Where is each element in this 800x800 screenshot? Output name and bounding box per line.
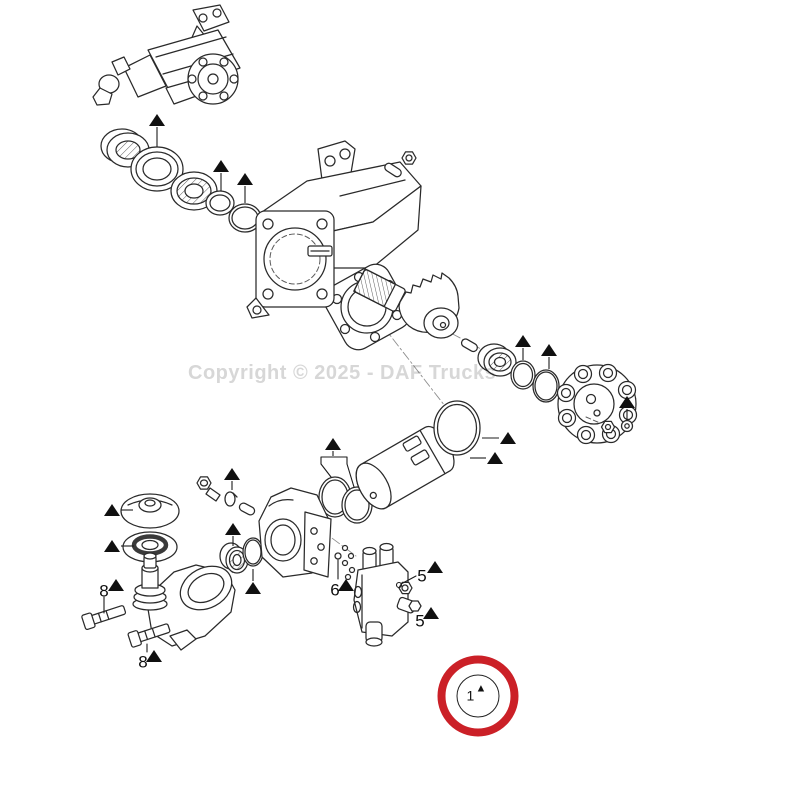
- callout-number: 1: [466, 687, 475, 704]
- piston-seal-pair: [318, 456, 373, 524]
- roller: [238, 502, 256, 516]
- steering-gear-housing: [246, 140, 422, 351]
- triangle-marker-icon: [245, 582, 261, 594]
- retaining-clip: [224, 491, 238, 507]
- sector-shaft-gear: [353, 268, 460, 339]
- needle-bearing: [477, 343, 517, 377]
- triangle-marker-icon: [487, 452, 503, 464]
- seal-ring: [510, 360, 536, 390]
- triangle-marker-icon: [108, 579, 124, 591]
- label-leader-lines: [103, 559, 417, 653]
- triangle-marker-icon: [515, 335, 531, 347]
- triangle-marker-icon: [213, 160, 229, 172]
- washer-nut: [620, 419, 634, 433]
- part-number-label[interactable]: 5: [415, 611, 425, 631]
- triangle-marker-icon: [237, 173, 253, 185]
- part-number-label[interactable]: 5: [417, 566, 427, 586]
- washer-seal: [122, 531, 178, 563]
- highlight-callout[interactable]: 1 ▲: [437, 655, 519, 737]
- part-number-label[interactable]: 8: [99, 581, 109, 601]
- callout-circle: 1 ▲: [456, 674, 500, 718]
- washer-cap: [120, 493, 180, 529]
- triangle-marker-icon: [500, 432, 516, 444]
- bolt: [127, 623, 171, 648]
- triangle-marker-icon: [149, 114, 165, 126]
- triangle-marker-icon: [146, 650, 162, 662]
- triangle-marker-icon: [338, 579, 354, 591]
- triangle-marker-icon: ▲: [475, 682, 487, 695]
- triangle-marker-icon: [225, 523, 241, 535]
- triangle-marker-icon: [619, 396, 635, 408]
- adjuster-nut-and-pin: [384, 151, 417, 178]
- watermark-text: Copyright © 2025 - DAF Trucks: [188, 362, 497, 384]
- triangle-marker-icon: [104, 504, 120, 516]
- bolt: [81, 605, 127, 631]
- pump-assembly: [132, 552, 236, 651]
- check-balls: [334, 544, 356, 581]
- part-number-label[interactable]: 6: [330, 580, 340, 600]
- triangle-marker-icon: [427, 561, 443, 573]
- piston: [355, 425, 455, 510]
- o-ring: [532, 369, 560, 403]
- part-number-label[interactable]: 8: [138, 652, 148, 672]
- assembly-overview: [92, 4, 241, 106]
- bleed-plug: [196, 476, 221, 502]
- triangle-marker-icon: [325, 438, 341, 450]
- triangle-marker-icon: [104, 540, 120, 552]
- triangle-marker-icon: [423, 607, 439, 619]
- triangle-marker-icon: [541, 344, 557, 356]
- roller-pin: [460, 338, 478, 353]
- end-cover: [556, 363, 638, 445]
- lock-nut: [585, 416, 616, 434]
- triangle-marker-icon: [224, 468, 240, 480]
- side-cover: [258, 487, 332, 578]
- seal-ring-series: [100, 128, 262, 233]
- valve-block: [352, 542, 422, 647]
- piston-ring: [433, 400, 481, 456]
